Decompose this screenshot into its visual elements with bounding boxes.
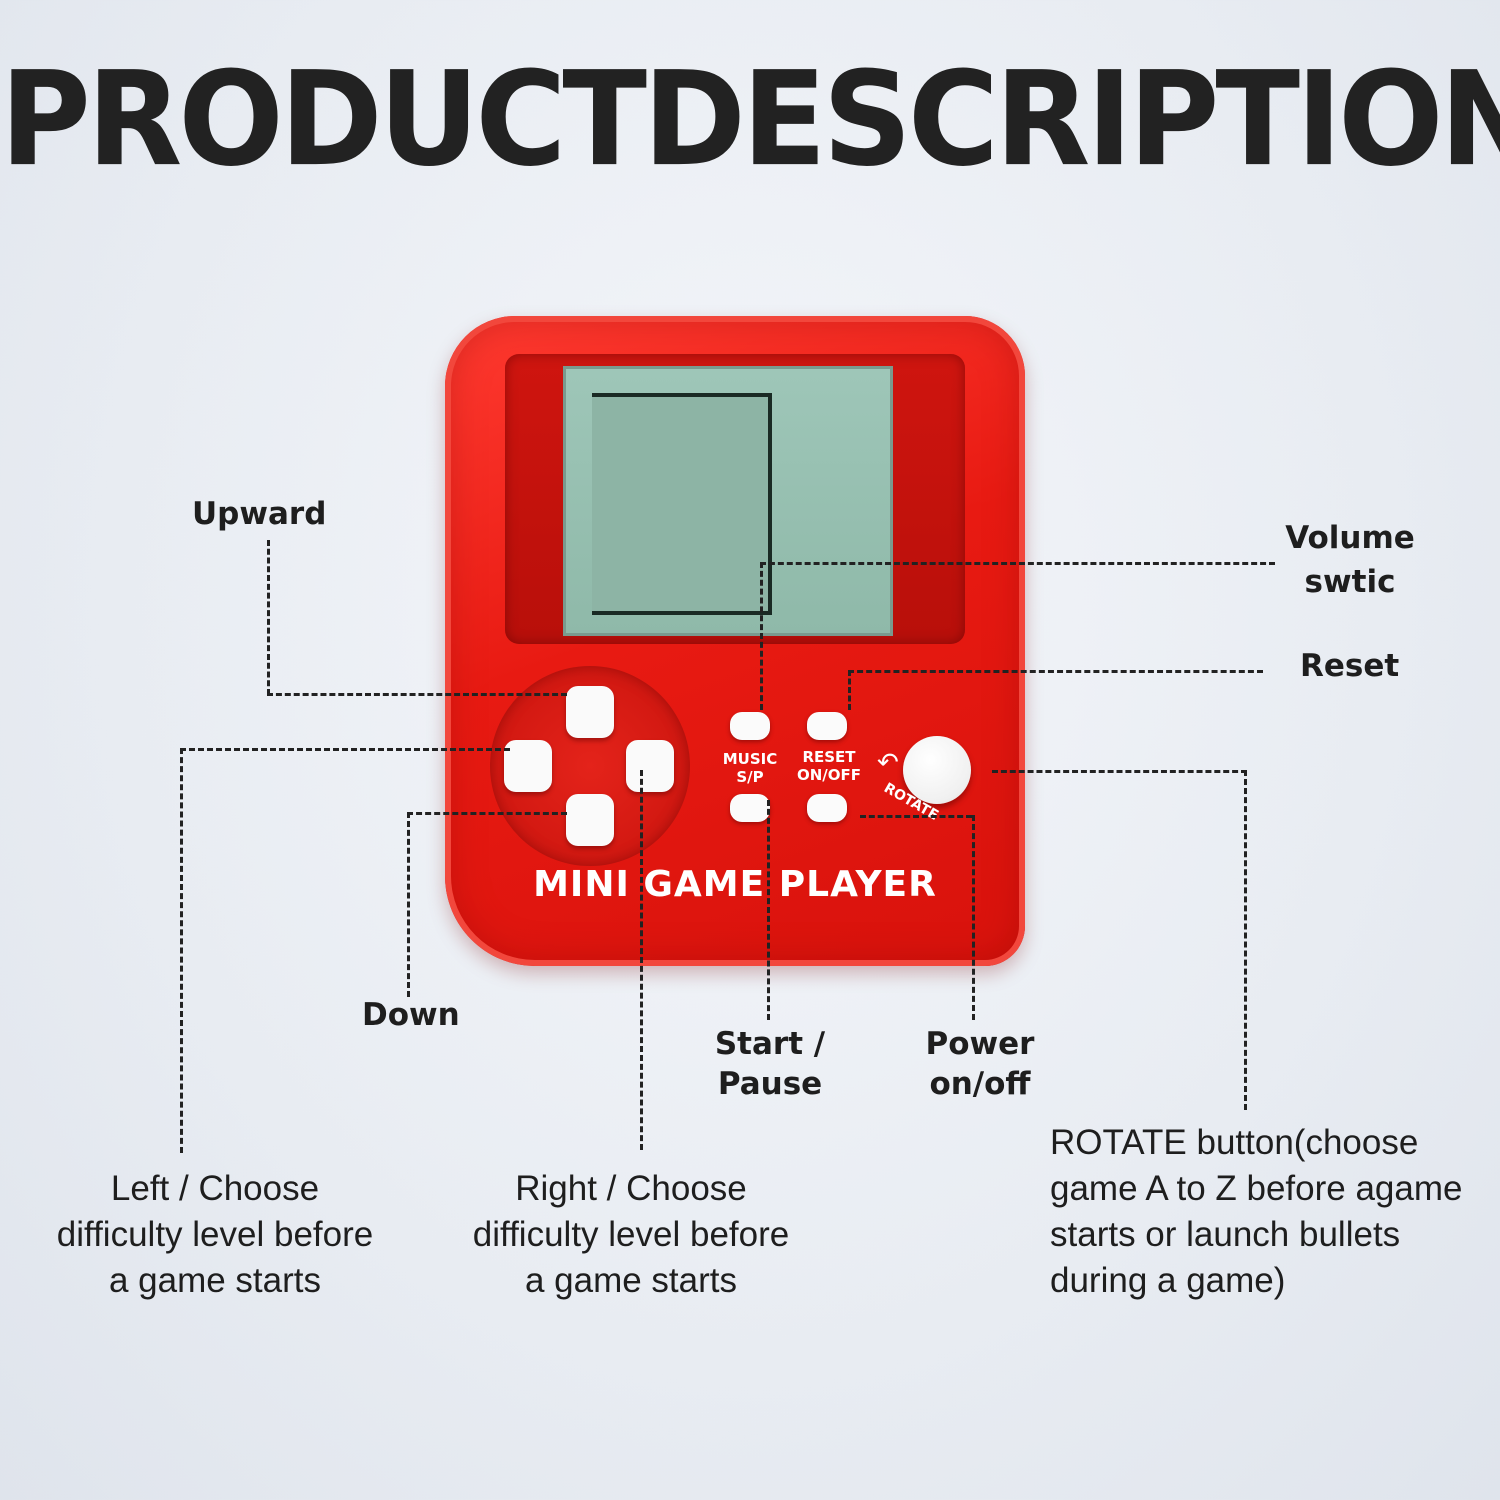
volume-line-vertical: [760, 562, 763, 710]
lcd-screen: [563, 366, 893, 636]
start-pause-button[interactable]: [730, 794, 770, 822]
rotate-line-horizontal: [992, 770, 1247, 773]
down-key[interactable]: [566, 794, 614, 846]
up-key[interactable]: [566, 686, 614, 738]
volume-switch-button[interactable]: [730, 712, 770, 740]
page-title: PRODUCTDESCRIPTION: [0, 44, 1500, 196]
left-line-vertical: [180, 748, 183, 1153]
power-line-vertical: [972, 815, 975, 1020]
volume-switch-label: Volume swtic: [1285, 520, 1415, 600]
rotate-button[interactable]: [903, 736, 971, 804]
start-pause-line-vertical: [767, 800, 770, 1020]
rotate-description: ROTATE button(choose game A to Z before …: [1050, 1123, 1463, 1300]
down-line-horizontal: [407, 812, 567, 815]
down-line-vertical: [407, 812, 410, 997]
reset-line-horizontal: [848, 670, 1263, 673]
music-sp-label: MUSIC S/P: [722, 750, 778, 786]
upward-line-horizontal: [267, 693, 567, 696]
left-description: Left / Choose difficulty level before a …: [56, 1169, 374, 1300]
reset-onoff-label: RESET ON/OFF: [796, 748, 862, 784]
right-description: Right / Choose difficulty level before a…: [472, 1169, 790, 1300]
lcd-grid: [592, 393, 772, 615]
direction-pad: [490, 666, 690, 866]
reset-line-vertical: [848, 670, 851, 710]
mini-game-player-device: MUSIC S/P RESET ON/OFF ↶ ROTATE MINI GAM…: [445, 316, 1025, 966]
power-line-horizontal: [860, 815, 972, 818]
rotate-arrow-icon: ↶: [877, 748, 899, 778]
brand-label: MINI GAME PLAYER: [533, 864, 937, 905]
left-key[interactable]: [504, 740, 552, 792]
start-pause-label: Start / Pause: [714, 1026, 826, 1102]
upward-label: Upward: [192, 496, 327, 532]
power-button[interactable]: [807, 794, 847, 822]
upward-line-vertical: [267, 540, 270, 695]
reset-callout-label: Reset: [1300, 648, 1400, 684]
reset-button[interactable]: [807, 712, 847, 740]
rotate-line-vertical: [1244, 770, 1247, 1110]
right-key[interactable]: [626, 740, 674, 792]
down-label: Down: [362, 997, 460, 1033]
volume-line-horizontal: [760, 562, 1275, 565]
left-line-horizontal: [180, 748, 510, 751]
right-line-vertical: [640, 770, 643, 1150]
power-label: Power on/off: [925, 1026, 1035, 1102]
